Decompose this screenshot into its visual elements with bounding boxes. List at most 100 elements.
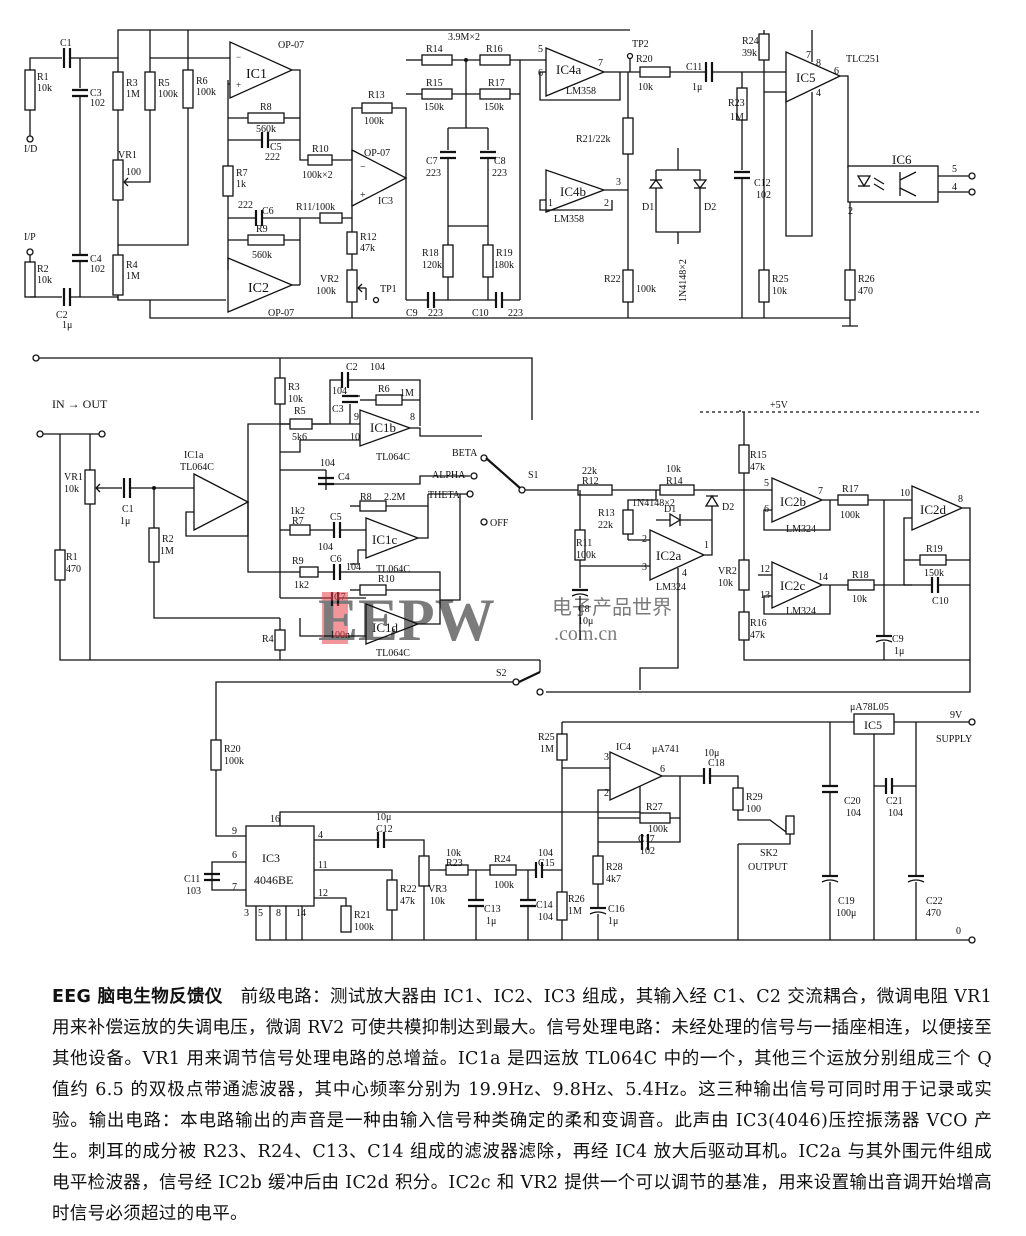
- value-b-c8: 10μ: [578, 616, 593, 627]
- label-b-c19: C19: [838, 896, 855, 907]
- label-r9: R9: [256, 224, 268, 235]
- resistor-r4: [112, 254, 124, 296]
- resistor-r27-b: [639, 812, 671, 824]
- label-r10: R10: [312, 144, 329, 155]
- resistor-r26: [844, 269, 856, 301]
- ic3-plus: +: [360, 190, 366, 201]
- label-b-diodes: 1N4148×2: [632, 498, 675, 509]
- pin-741-2: 2: [604, 788, 609, 799]
- part-ic1: OP-07: [278, 40, 304, 51]
- label-ic3: IC3: [378, 196, 393, 207]
- label-r3: R3: [126, 78, 138, 89]
- label-r23: R23: [728, 98, 745, 109]
- watermark-logo: EEPW: [318, 587, 495, 653]
- pin-ic2a-4: 4: [682, 568, 687, 579]
- capacitor-c5-b: [332, 522, 342, 538]
- label-ic1c: IC1c: [372, 532, 398, 547]
- value-r8: 560k: [256, 124, 276, 135]
- resistor-r2: [24, 261, 36, 298]
- switch-contact-off[interactable]: [480, 518, 488, 526]
- label-b-r8: R8: [360, 492, 372, 503]
- capacitor-c11: [704, 62, 714, 82]
- value-b-r8: 2.2M: [384, 492, 406, 503]
- label-ic4b: IC4b: [560, 184, 586, 199]
- label-b-c17: C17: [638, 834, 655, 845]
- label-b-c20: C20: [844, 796, 861, 807]
- pin-ic4b-1: 1: [548, 198, 553, 209]
- label-b-c3: C3: [332, 404, 344, 415]
- value-r18: 120k: [422, 260, 442, 271]
- label-b-ic3: IC3: [262, 851, 280, 865]
- capacitor-c6-b: [332, 564, 342, 580]
- label-ic2c: IC2c: [780, 578, 806, 593]
- label-b-r9: R9: [292, 556, 304, 567]
- supply-terminal-0: [968, 936, 976, 944]
- label-r18: R18: [422, 248, 439, 259]
- label-c6: C6: [262, 206, 274, 217]
- label-b-c5: C5: [330, 512, 342, 523]
- opamp-ic2c: [771, 560, 824, 610]
- switch-s2-contact[interactable]: [512, 678, 520, 686]
- label-r22: R22: [604, 274, 621, 285]
- resistor-r18-b: [847, 579, 875, 591]
- label-b-c15: C15: [538, 858, 555, 869]
- label-b-r25: R25: [538, 732, 555, 743]
- label-beta: BETA: [452, 448, 478, 459]
- label-ic1a: IC1a: [184, 450, 204, 461]
- value-b-r3: 10k: [288, 394, 303, 405]
- label-r15: R15: [426, 78, 443, 89]
- supply-terminal-9v: [968, 718, 976, 726]
- value-b-r20: 100k: [224, 756, 244, 767]
- resistor-r4-b: [274, 629, 286, 651]
- resistor-r15: [421, 88, 453, 100]
- value-r17: 150k: [484, 102, 504, 113]
- resistor-r22-b: [386, 879, 398, 911]
- label-b-r23: R23: [446, 858, 463, 869]
- caption-title: EEG 脑电生物反馈仪: [52, 987, 223, 1007]
- value-b-r11: 100k: [576, 550, 596, 561]
- label-b-r14: R14: [666, 476, 683, 487]
- resistor-r19: [482, 244, 494, 278]
- label-diodes: 1N4148×2: [678, 259, 689, 302]
- label-r5: R5: [158, 78, 170, 89]
- label-b-r20: R20: [224, 744, 241, 755]
- value-r6: 100k: [196, 87, 216, 98]
- label-b-c18: C18: [708, 758, 725, 769]
- switch-s2-lever[interactable]: [518, 671, 541, 683]
- opamp-ic5: [785, 50, 842, 104]
- value-b-c13: 1μ: [486, 916, 496, 927]
- label-b-r6: R6: [378, 384, 390, 395]
- value-b-c14: 104: [538, 912, 553, 923]
- capacitor-c2: [62, 288, 72, 306]
- value-b-r9: 1k2: [294, 580, 309, 591]
- schematic: I/D I/P R1 10k C1 C3 102 C4 102 R2 10k C…: [24, 29, 980, 944]
- ic-4046: [245, 825, 315, 907]
- pin-4046-16: 16: [270, 814, 280, 825]
- label-r11: R11/100k: [296, 202, 335, 213]
- label-c9: C9: [406, 308, 418, 319]
- label-vr2: VR2: [320, 274, 339, 285]
- value-b-c2: 104: [370, 362, 385, 373]
- value-r23: 1M: [730, 112, 744, 123]
- label-b-r11: R11: [576, 538, 592, 549]
- value-r19: 180k: [494, 260, 514, 271]
- label-c8: C8: [494, 156, 506, 167]
- label-r7: R7: [236, 168, 248, 179]
- value-b-r6: 1M: [400, 388, 414, 399]
- value-b-c22: 470: [926, 908, 941, 919]
- value-c7: 223: [426, 168, 441, 179]
- value-r26: 470: [858, 286, 873, 297]
- label-b-c10: C10: [932, 596, 949, 607]
- label-b-r21: R21: [354, 910, 371, 921]
- output-jack-sk2[interactable]: [785, 815, 795, 835]
- label-plus5v: +5V: [770, 400, 789, 411]
- value-b-r5: 5k6: [292, 432, 307, 443]
- label-term4: 4: [952, 182, 957, 193]
- resistor-r13: [361, 102, 393, 114]
- value-b-r25: 1M: [540, 744, 554, 755]
- label-b-ic5: IC5: [864, 718, 882, 732]
- switch-contact-alpha[interactable]: [470, 472, 478, 480]
- label-r21: R21/22k: [576, 134, 610, 145]
- label-off: OFF: [490, 518, 509, 529]
- switch-s1-lever[interactable]: [485, 457, 521, 489]
